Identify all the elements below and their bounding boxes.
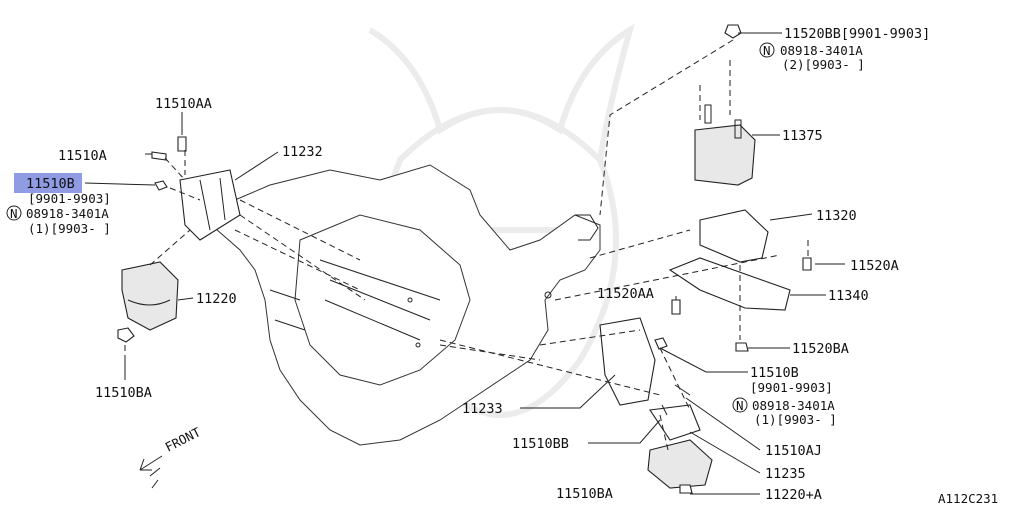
label-11340[interactable]: 11340	[828, 288, 869, 304]
label-11520AA[interactable]: 11520AA	[597, 286, 654, 302]
label-11232[interactable]: 11232	[282, 144, 323, 160]
nut-symbol-icon: N	[732, 397, 748, 413]
label-11375[interactable]: 11375	[782, 128, 823, 144]
diagram-code: A112C231	[938, 491, 998, 506]
svg-text:N: N	[10, 206, 18, 221]
label-11520BB[interactable]: 11520BB[9901-9903]	[784, 26, 930, 42]
label-11233[interactable]: 11233	[462, 401, 503, 417]
label-11510B-right-nut[interactable]: 08918-3401A	[752, 398, 835, 413]
label-11510B-right-nut-qty: (1)[9903- ]	[754, 412, 837, 427]
label-11510AJ[interactable]: 11510AJ	[765, 443, 822, 459]
label-11235[interactable]: 11235	[765, 466, 806, 482]
svg-text:N: N	[736, 398, 744, 413]
label-11510AA-left[interactable]: 11510AA	[155, 96, 212, 112]
label-11510B-left-range: [9901-9903]	[28, 191, 111, 206]
nut-symbol-icon: N	[6, 205, 22, 221]
label-11510B-left-nut[interactable]: 08918-3401A	[26, 206, 109, 221]
label-11510A[interactable]: 11510A	[58, 148, 107, 164]
label-11510BA-right[interactable]: 11510BA	[556, 486, 613, 502]
right-mount-assembly	[439, 24, 812, 494]
engine-block	[199, 164, 601, 446]
label-11510BB[interactable]: 11510BB	[512, 436, 569, 452]
label-11510B-right[interactable]: 11510B	[750, 365, 799, 381]
leader-lines	[84, 32, 845, 495]
label-11510B-right-range: [9901-9903]	[750, 380, 833, 395]
label-11510BA-left[interactable]: 11510BA	[95, 385, 152, 401]
label-11510B-left[interactable]: 11510B	[26, 176, 75, 192]
front-arrow-icon: FRONT	[139, 424, 204, 471]
label-11520BA[interactable]: 11520BA	[792, 341, 849, 357]
nut-symbol-icon: N	[759, 42, 775, 58]
label-11510B-left-nut-qty: (1)[9903- ]	[28, 221, 111, 236]
label-11220[interactable]: 11220	[196, 291, 237, 307]
label-11520BB-nut[interactable]: 08918-3401A	[780, 43, 863, 58]
front-label: FRONT	[163, 424, 204, 455]
svg-text:N: N	[763, 43, 771, 58]
label-11320[interactable]: 11320	[816, 208, 857, 224]
highlight-box	[14, 173, 82, 193]
left-mount-assembly	[117, 136, 366, 360]
label-11220A[interactable]: 11220+A	[765, 487, 822, 503]
label-11520A[interactable]: 11520A	[850, 258, 899, 274]
label-11520BB-nut-qty: (2)[9903- ]	[782, 57, 865, 72]
